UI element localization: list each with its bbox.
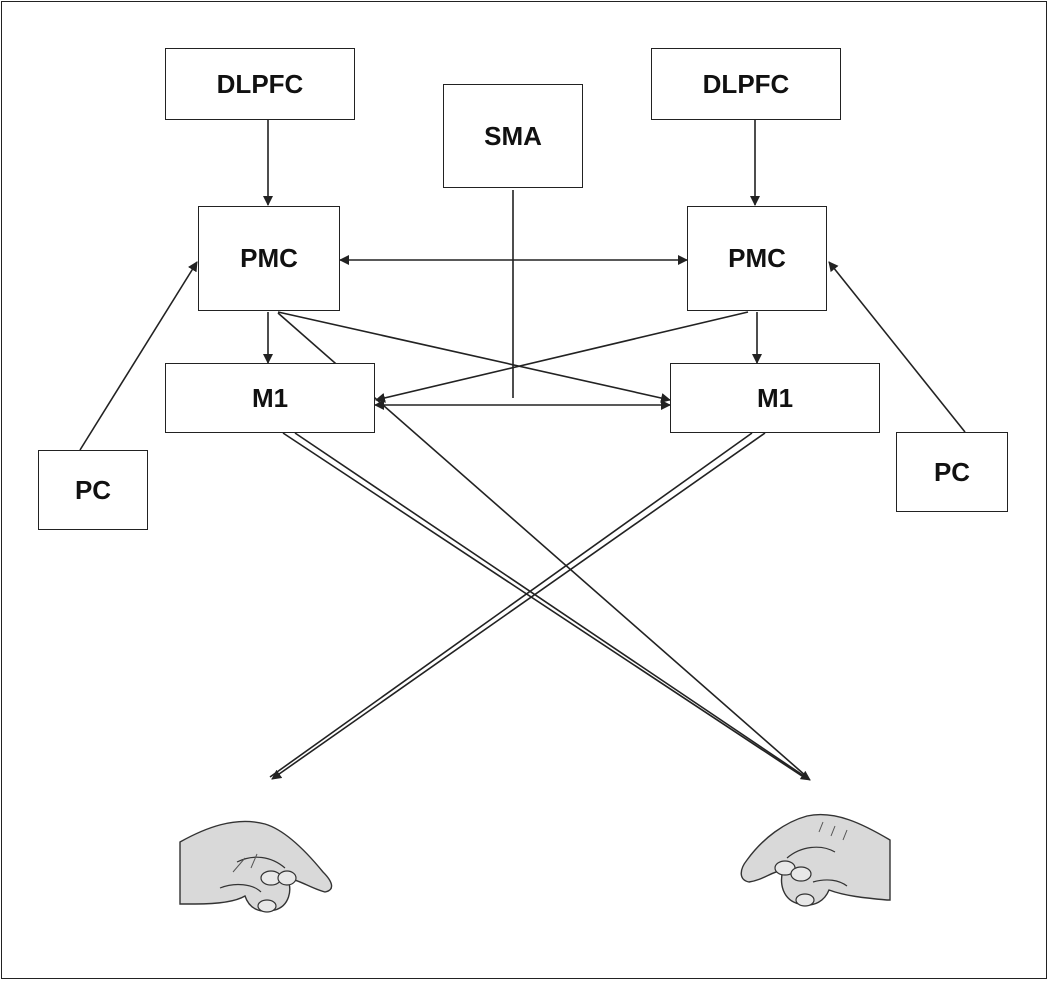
node-m1-right: M1 xyxy=(670,363,880,433)
node-pc-left: PC xyxy=(38,450,148,530)
right-hand-icon xyxy=(740,813,891,907)
edge-pmc-left-to-m1-right xyxy=(277,311,671,403)
edge-m1-left-to-right-hand-a xyxy=(282,432,806,779)
edge-pc-left-to-pmc-left xyxy=(79,261,198,451)
node-dlpfc-left: DLPFC xyxy=(165,48,355,120)
node-pmc-right: PMC xyxy=(687,206,827,311)
edge-pc-right-to-pmc-right xyxy=(828,261,966,433)
node-pc-right: PC xyxy=(896,432,1008,512)
edge-pmc-right-to-m1-left xyxy=(375,311,749,403)
node-dlpfc-right: DLPFC xyxy=(651,48,841,120)
node-m1-left: M1 xyxy=(165,363,375,433)
node-pmc-left: PMC xyxy=(198,206,340,311)
edge-m1-right-to-left-hand-b xyxy=(269,432,753,778)
left-hand-icon xyxy=(179,820,333,913)
edge-m1-right-to-left-hand-a xyxy=(271,432,766,780)
node-sma: SMA xyxy=(443,84,583,188)
edge-m1-left-to-right-hand-b xyxy=(294,432,811,781)
